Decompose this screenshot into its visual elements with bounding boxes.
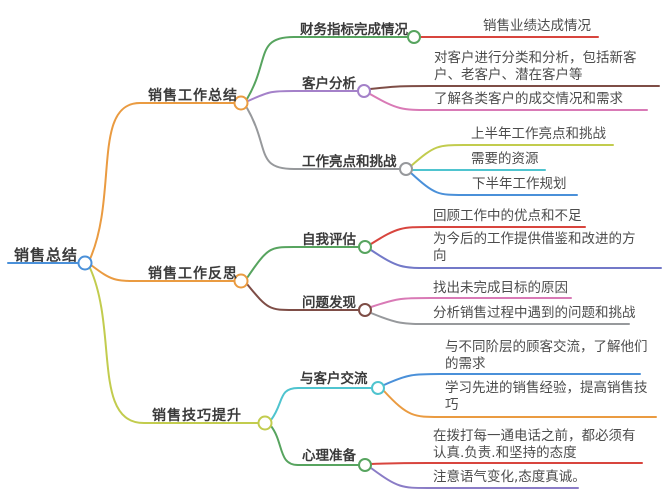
- connector-leaf-secondhalf: [410, 172, 578, 196]
- connector-b2-problems: [246, 283, 359, 311]
- connector-leaf-deals: [369, 93, 648, 111]
- node-self-evaluation[interactable]: 自我评估: [302, 232, 356, 248]
- leaf-line: 了解各类客户的成交情况和需求: [434, 91, 623, 107]
- connector-leaf-analyze: [370, 312, 630, 325]
- leaf-needed-resources[interactable]: 需要的资源: [471, 151, 539, 168]
- leaf-understand-needs[interactable]: 与不同阶层的顾客交流，了解他们 的需求: [445, 339, 648, 372]
- joint-branch3[interactable]: [257, 415, 273, 431]
- leaf-future-reference[interactable]: 为今后的工作提供借鉴和改进的方 向: [433, 231, 636, 264]
- connector-leaf-classify: [369, 85, 660, 90]
- node-customer-analysis[interactable]: 客户分析: [302, 76, 356, 92]
- joint-customer[interactable]: [357, 84, 371, 98]
- connector-b3-communicate: [270, 387, 372, 421]
- joint-mindset[interactable]: [358, 458, 372, 472]
- node-branch-reflection[interactable]: 销售工作反思: [148, 266, 238, 282]
- node-branch-summary[interactable]: 销售工作总结: [148, 88, 238, 104]
- connector-root-branch2: [90, 264, 235, 282]
- leaf-sales-performance[interactable]: 销售业绩达成情况: [483, 18, 591, 35]
- connector-leaf-reference: [370, 249, 662, 269]
- node-root[interactable]: 销售总结: [14, 246, 79, 264]
- connector-leaf-experience: [383, 390, 657, 418]
- leaf-line: 向: [433, 247, 447, 264]
- connector-b1-finance: [246, 36, 408, 100]
- node-work-highlights[interactable]: 工作亮点和挑战: [302, 154, 397, 170]
- leaf-first-half-highlights[interactable]: 上半年工作亮点和挑战: [471, 126, 606, 143]
- leaf-second-half-plan[interactable]: 下半年工作规划: [472, 176, 567, 193]
- leaf-unmet-goals-reasons[interactable]: 找出未完成目标的原因: [433, 280, 568, 297]
- leaf-line: 学习先进的销售经验，提高销售技: [445, 380, 648, 396]
- leaf-line: 分析销售过程中遇到的问题和挑战: [433, 305, 636, 321]
- joint-problems[interactable]: [358, 303, 372, 317]
- leaf-sincere-tone[interactable]: 注意语气变化,态度真诚。: [433, 469, 586, 486]
- leaf-line: 的需求: [445, 355, 486, 372]
- leaf-line: 找出未完成目标的原因: [433, 280, 568, 296]
- node-problem-discovery[interactable]: 问题发现: [302, 295, 356, 311]
- leaf-line: 上半年工作亮点和挑战: [471, 126, 606, 142]
- leaf-line: 巧: [445, 396, 459, 413]
- leaf-line: 对客户进行分类和分析，包括新客: [434, 50, 637, 66]
- leaf-line: 销售业绩达成情况: [483, 18, 591, 34]
- connector-leaf-tone: [370, 467, 579, 489]
- leaf-line: 户、老客户、潜在客户等: [434, 66, 583, 83]
- leaf-line: 在拨打每一通电话之前，都必须有: [433, 428, 636, 444]
- connector-leaf-attitude: [370, 462, 643, 465]
- node-branch-skills[interactable]: 销售技巧提升: [152, 408, 242, 424]
- connector-b3-mindset: [270, 425, 359, 466]
- leaf-line: 与不同阶层的顾客交流，了解他们: [445, 339, 648, 355]
- leaf-line: 回顾工作中的优点和不足: [433, 208, 582, 224]
- joint-branch1[interactable]: [233, 95, 249, 111]
- leaf-analyze-problems[interactable]: 分析销售过程中遇到的问题和挑战: [433, 305, 636, 322]
- joint-finance[interactable]: [407, 30, 421, 44]
- connector-b1-highlights: [246, 107, 400, 170]
- leaf-line: 认真.负责.和坚持的态度: [433, 444, 577, 461]
- leaf-line: 下半年工作规划: [472, 176, 567, 192]
- joint-branch2[interactable]: [233, 273, 249, 289]
- leaf-line: 注意语气变化,态度真诚。: [433, 469, 586, 485]
- connector-root-branch3: [89, 267, 259, 424]
- connector-leaf-review: [370, 226, 586, 245]
- connector-leaf-firsthalf: [410, 144, 614, 167]
- leaf-review-strengths[interactable]: 回顾工作中的优点和不足: [433, 208, 582, 225]
- node-mental-preparation[interactable]: 心理准备: [302, 448, 356, 464]
- leaf-learn-experience[interactable]: 学习先进的销售经验，提高销售技 巧: [445, 380, 648, 413]
- connector-leaf-reasons: [370, 297, 572, 308]
- node-customer-communication[interactable]: 与客户交流: [300, 371, 368, 387]
- leaf-customer-classification[interactable]: 对客户进行分类和分析，包括新客 户、老客户、潜在客户等: [434, 50, 637, 83]
- connector-b2-selfeval: [246, 246, 359, 279]
- node-finance-indicators[interactable]: 财务指标完成情况: [300, 22, 408, 38]
- connector-root-branch1: [89, 102, 235, 260]
- leaf-line: 需要的资源: [471, 151, 539, 167]
- leaf-customer-deals[interactable]: 了解各类客户的成交情况和需求: [434, 91, 623, 108]
- joint-highlights[interactable]: [399, 162, 413, 176]
- leaf-line: 为今后的工作提供借鉴和改进的方: [433, 231, 636, 247]
- joint-communicate[interactable]: [371, 381, 385, 395]
- joint-root[interactable]: [77, 255, 93, 271]
- connector-b1-customer: [247, 90, 358, 102]
- joint-selfeval[interactable]: [358, 240, 372, 254]
- connector-leaf-needs: [383, 373, 641, 386]
- leaf-call-attitude[interactable]: 在拨打每一通电话之前，都必须有 认真.负责.和坚持的态度: [433, 428, 636, 461]
